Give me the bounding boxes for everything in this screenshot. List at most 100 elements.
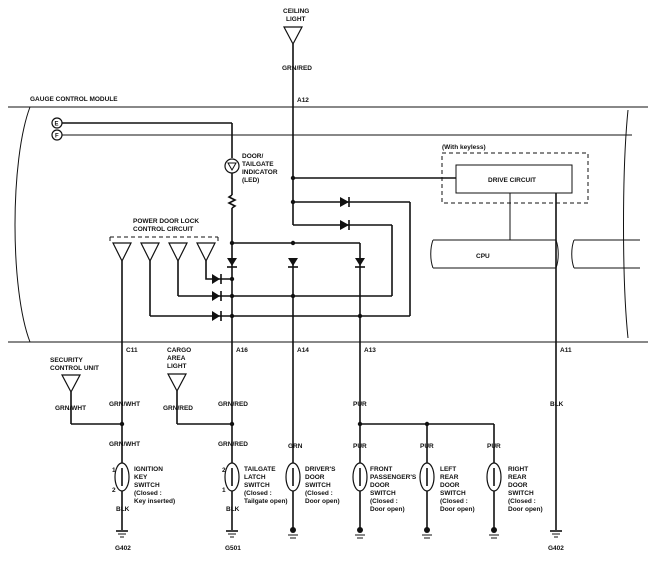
ground-g501: G501 (225, 545, 241, 552)
left-rear-label-2: REAR (440, 474, 459, 481)
diode-network (150, 197, 411, 321)
power-door-lock-circuit: POWER DOOR LOCK CONTROL CIRCUIT (109, 218, 219, 448)
cargo-label-1: CARGO (167, 347, 191, 354)
connector-e-label: E (55, 122, 59, 128)
a14-wire: GRN (288, 443, 303, 450)
c11-wire-bottom: GRN/WHT (109, 441, 140, 448)
ground-icon (489, 527, 499, 539)
switch-ignition: 1 2 IGNITION KEY SWITCH (Closed : Key in… (112, 448, 175, 513)
connector-e: E (51, 117, 232, 129)
ground-icon (288, 527, 298, 539)
front-passenger-label-6: Door open) (370, 506, 405, 513)
driver-label-5: Door open) (305, 498, 340, 505)
pin-c11: C11 (126, 347, 138, 354)
pin-a16: A16 (236, 347, 248, 354)
tailgate-label-2: LATCH (244, 474, 266, 481)
ground-symbols: G402 G501 G402 (115, 510, 564, 552)
ignition-ground-wire: BLK (116, 506, 130, 513)
ceiling-light-label-2: LIGHT (286, 16, 306, 23)
security-wire: GRN/WHT (55, 405, 86, 412)
indicator-label-3: INDICATOR (242, 169, 278, 176)
pdl-label-2: CONTROL CIRCUIT (133, 226, 193, 233)
ground-g402-left: G402 (115, 545, 131, 552)
cpu-label: CPU (476, 253, 490, 260)
keyless-section: (With keyless) DRIVE CIRCUIT CPU A11 (290, 144, 640, 530)
tailgate-pin-bottom: 1 (222, 487, 226, 494)
left-rear-label-1: LEFT (440, 466, 456, 473)
right-rear-label-6: Door open) (508, 506, 543, 513)
security-label-1: SECURITY (50, 357, 84, 364)
a13-wire-bottom: PUR (353, 443, 367, 450)
right-rear-label-2: REAR (508, 474, 527, 481)
indicator-label-2: TAILGATE (242, 161, 274, 168)
right-rear-label-5: (Closed : (508, 498, 536, 505)
a13-wire-top: PUR (353, 401, 367, 408)
tailgate-ground-wire: BLK (226, 506, 240, 513)
left-rear-label-3: DOOR (440, 482, 460, 489)
switch-driver-door: DRIVER'S DOOR SWITCH (Closed : Door open… (285, 462, 340, 505)
ignition-label-3: SWITCH (134, 482, 160, 489)
driver-label-2: DOOR (305, 474, 325, 481)
front-passenger-label-3: DOOR (370, 482, 390, 489)
ignition-label-2: KEY (134, 474, 148, 481)
keyless-label: (With keyless) (442, 144, 486, 151)
pdl-label-1: POWER DOOR LOCK (133, 218, 199, 225)
indicator-label-4: (LED) (242, 177, 259, 184)
ceiling-light-wire: GRN/RED (282, 65, 312, 72)
front-passenger-label-4: SWITCH (370, 490, 396, 497)
cargo-wire: GRN/RED (163, 405, 193, 412)
driver-label-3: SWITCH (305, 482, 331, 489)
ignition-pin-top: 1 (112, 467, 116, 474)
switch-left-rear-door: LEFT REAR DOOR SWITCH (Closed : Door ope… (419, 462, 475, 513)
ground-icon (550, 530, 562, 538)
ground-icon (226, 530, 238, 538)
right-rear-label-4: SWITCH (508, 490, 534, 497)
left-rear-label-5: (Closed : (440, 498, 468, 505)
ground-icon (116, 530, 128, 538)
left-rear-label-6: Door open) (440, 506, 475, 513)
a11-wire: BLK (550, 401, 564, 408)
door-tailgate-indicator: DOOR/ TAILGATE INDICATOR (LED) (224, 123, 278, 262)
driver-label-4: (Closed : (305, 490, 333, 497)
ground-icon (355, 527, 365, 539)
cargo-label-2: AREA (167, 355, 186, 362)
ignition-pin-bottom: 2 (112, 487, 116, 494)
pin-a12: A12 (297, 97, 309, 104)
ground-icon (422, 527, 432, 539)
tailgate-pin-top: 2 (222, 467, 226, 474)
tailgate-label-5: Tailgate open) (244, 498, 288, 505)
driver-label-1: DRIVER'S (305, 466, 336, 473)
pin-a11: A11 (560, 347, 572, 354)
cargo-area-light: CARGO AREA LIGHT GRN/RED (163, 347, 235, 427)
a16-wire-top: GRN/RED (218, 401, 248, 408)
front-passenger-label-2: PASSENGER'S (370, 474, 417, 481)
left-rear-label-4: SWITCH (440, 490, 466, 497)
tailgate-label-3: SWITCH (244, 482, 270, 489)
right-rear-label-3: DOOR (508, 482, 528, 489)
tailgate-label-4: (Closed : (244, 490, 272, 497)
connector-f-label: F (55, 134, 59, 140)
security-label-2: CONTROL UNIT (50, 365, 99, 372)
gauge-control-module: GAUGE CONTROL MODULE (8, 96, 648, 343)
switch-front-passenger-door: FRONT PASSENGER'S DOOR SWITCH (Closed : … (352, 462, 417, 513)
front-passenger-label-1: FRONT (370, 466, 392, 473)
pin-a14: A14 (297, 347, 309, 354)
indicator-label-1: DOOR/ (242, 153, 264, 160)
switch-tailgate: 2 1 TAILGATE LATCH SWITCH (Closed : Tail… (222, 462, 288, 513)
cargo-label-3: LIGHT (167, 363, 187, 370)
tailgate-label-1: TAILGATE (244, 466, 276, 473)
left-rear-wire: PUR (420, 443, 434, 450)
ignition-label-4: (Closed : (134, 490, 162, 497)
drive-circuit-label: DRIVE CIRCUIT (488, 177, 536, 184)
switch-right-rear-door: RIGHT REAR DOOR SWITCH (Closed : Door op… (486, 462, 543, 513)
ignition-label-1: IGNITION (134, 466, 163, 473)
ceiling-light-label-1: CEILING (283, 8, 309, 15)
ground-g402-right: G402 (548, 545, 564, 552)
connector-f: F (51, 129, 632, 141)
right-rear-wire: PUR (487, 443, 501, 450)
pin-a13: A13 (364, 347, 376, 354)
security-control-unit: SECURITY CONTROL UNIT GRN/WHT (50, 357, 125, 427)
module-title: GAUGE CONTROL MODULE (30, 96, 118, 103)
c11-wire-top: GRN/WHT (109, 401, 140, 408)
